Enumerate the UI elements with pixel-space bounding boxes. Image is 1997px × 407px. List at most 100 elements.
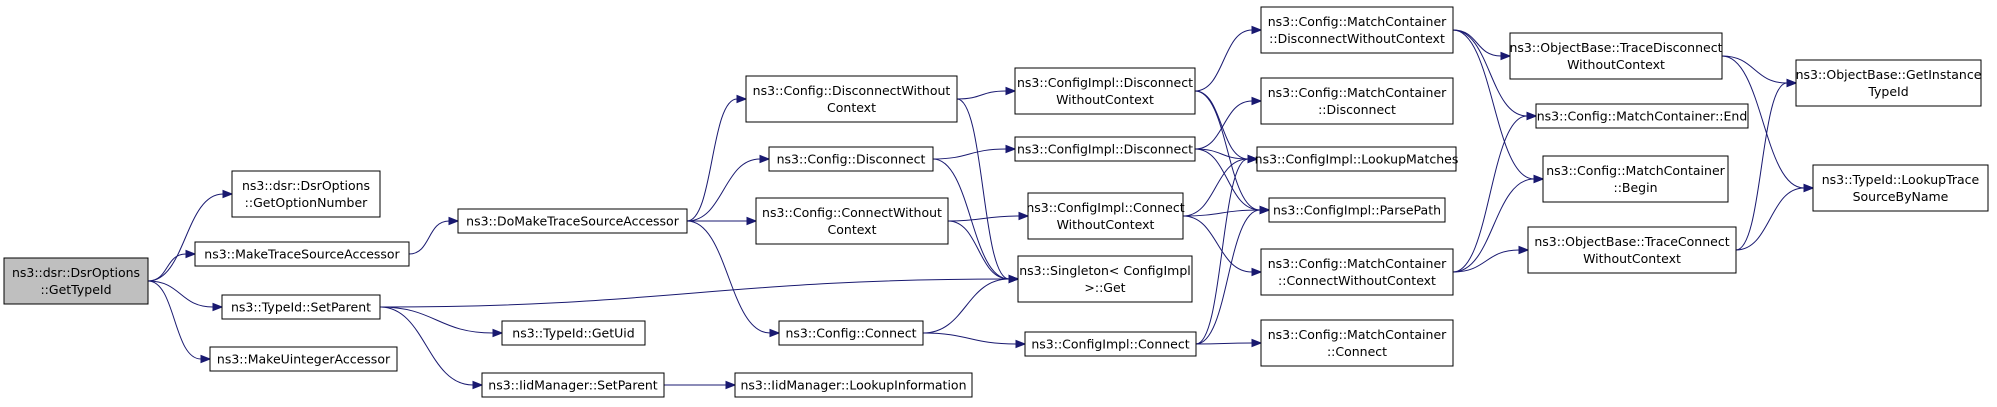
- node-implDiscWo[interactable]: ns3::ConfigImpl::DisconnectWithoutContex…: [1014, 67, 1196, 115]
- edge-cfgconnwo-to-implConnWo: [947, 211, 1030, 222]
- edge-cfgconn-to-implConn: [922, 332, 1027, 349]
- node-label: ns3::Config::MatchContainer: [1268, 327, 1447, 342]
- node-implConn[interactable]: ns3::ConfigImpl::Connect: [1024, 331, 1197, 357]
- node-label: ns3::MakeUintegerAccessor: [217, 352, 391, 367]
- edge-mktrace-to-domake: [408, 216, 460, 255]
- node-label: ns3::ConfigImpl::LookupMatches: [1255, 152, 1459, 167]
- edge-domake-to-cfgdisc: [686, 154, 771, 222]
- node-implConnWo[interactable]: ns3::ConfigImpl::ConnectWithoutContext: [1026, 192, 1185, 240]
- node-mcDisc[interactable]: ns3::Config::MatchContainer::Disconnect: [1260, 77, 1454, 125]
- edge-domake-to-cfgdiscwo: [686, 94, 748, 222]
- node-box: [1509, 32, 1723, 80]
- node-label: ns3::Config::MatchContainer: [1268, 256, 1447, 271]
- edge-mcConnWo-to-mcEnd: [1452, 111, 1538, 273]
- node-mcConn[interactable]: ns3::Config::MatchContainer::Connect: [1260, 319, 1454, 367]
- node-label: ns3::TypeId::SetParent: [231, 300, 371, 315]
- node-label: WithoutContext: [1583, 251, 1681, 266]
- node-cfgdiscwo[interactable]: ns3::Config::DisconnectWithoutContext: [745, 75, 958, 123]
- node-box: [1024, 331, 1197, 357]
- edge-cfgdiscwo-to-implDiscWo: [956, 86, 1017, 100]
- node-box: [1014, 67, 1196, 115]
- node-label: ns3::ConfigImpl::Disconnect: [1017, 75, 1193, 90]
- node-box: [768, 146, 934, 172]
- node-mcConnWo[interactable]: ns3::Config::MatchContainer::ConnectWith…: [1260, 248, 1454, 296]
- edge-domake-to-cfgconn: [686, 220, 781, 338]
- edge-root-to-getoptnum: [147, 189, 234, 282]
- node-mkuint[interactable]: ns3::MakeUintegerAccessor: [209, 346, 398, 372]
- node-getoptnum[interactable]: ns3::dsr::DsrOptions::GetOptionNumber: [231, 170, 381, 218]
- node-box: [734, 372, 973, 398]
- edge-implConn-to-mcConn: [1195, 338, 1263, 348]
- node-box: [231, 170, 381, 218]
- node-obTraceDisc[interactable]: ns3::ObjectBase::TraceDisconnectWithoutC…: [1509, 32, 1723, 80]
- node-box: [457, 208, 688, 234]
- edge-implConnWo-to-mcConnWo: [1182, 215, 1263, 277]
- edge-domake-to-cfgconnwo: [687, 216, 758, 226]
- edge-setparent-to-singleton: [379, 274, 1020, 308]
- edge-iidsetparent-to-lookupinfo: [664, 380, 737, 390]
- node-cfgconn[interactable]: ns3::Config::Connect: [778, 320, 924, 346]
- node-label: ns3::Singleton< ConfigImpl: [1019, 263, 1191, 278]
- node-root[interactable]: ns3::dsr::DsrOptions::GetTypeId: [3, 257, 149, 305]
- node-box: [501, 320, 646, 346]
- edge-obTraceDisc-to-obGetInst: [1721, 55, 1798, 88]
- node-label: ns3::Config::MatchContainer: [1268, 85, 1447, 100]
- node-mcEnd[interactable]: ns3::Config::MatchContainer::End: [1535, 103, 1749, 129]
- node-lookupMatches[interactable]: ns3::ConfigImpl::LookupMatches: [1255, 146, 1459, 172]
- node-setparent[interactable]: ns3::TypeId::SetParent: [221, 294, 381, 320]
- node-box: [1017, 255, 1193, 303]
- node-label: ns3::ObjectBase::TraceDisconnect: [1510, 40, 1723, 55]
- node-domake[interactable]: ns3::DoMakeTraceSourceAccessor: [457, 208, 688, 234]
- node-label: ns3::IidManager::LookupInformation: [740, 378, 966, 393]
- node-box: [1527, 226, 1737, 274]
- edge-implDisc-to-mcDisc: [1194, 96, 1263, 150]
- node-box: [1260, 319, 1454, 367]
- edge-setparent-to-getuid: [379, 306, 504, 338]
- node-label: ns3::TypeId::LookupTrace: [1822, 172, 1980, 187]
- node-label: WithoutContext: [1056, 92, 1154, 107]
- node-label: ns3::DoMakeTraceSourceAccessor: [466, 214, 680, 229]
- node-box: [1014, 136, 1196, 162]
- edge-cfgdisc-to-implDisc: [932, 144, 1017, 160]
- edge-implConn-to-parsePath: [1195, 205, 1271, 345]
- node-box: [194, 241, 410, 267]
- node-cfgdisc[interactable]: ns3::Config::Disconnect: [768, 146, 934, 172]
- node-label: ns3::ConfigImpl::Connect: [1031, 337, 1189, 352]
- node-box: [755, 197, 949, 245]
- edge-implConn-to-lookupMatches: [1195, 154, 1259, 345]
- node-singleton[interactable]: ns3::Singleton< ConfigImpl >::Get: [1017, 255, 1193, 303]
- edge-implDiscWo-to-mcDiscWo: [1194, 25, 1263, 92]
- node-lookupinfo[interactable]: ns3::IidManager::LookupInformation: [734, 372, 973, 398]
- edge-cfgdiscwo-to-singleton: [956, 98, 1020, 284]
- node-label: ns3::Config::MatchContainer: [1268, 14, 1447, 29]
- node-getuid[interactable]: ns3::TypeId::GetUid: [501, 320, 646, 346]
- node-label: ns3::TypeId::GetUid: [512, 326, 634, 341]
- node-mcBegin[interactable]: ns3::Config::MatchContainer::Begin: [1542, 155, 1729, 203]
- edge-implConnWo-to-parsePath: [1182, 205, 1271, 217]
- node-box: [1268, 197, 1446, 223]
- node-label: ns3::Config::MatchContainer: [1546, 163, 1725, 178]
- node-label: ns3::MakeTraceSourceAccessor: [204, 247, 400, 262]
- node-label: >::Get: [1084, 280, 1125, 295]
- node-label: ::DisconnectWithoutContext: [1269, 31, 1445, 46]
- node-box: [481, 372, 665, 398]
- node-label: ns3::ObjectBase::TraceConnect: [1534, 234, 1729, 249]
- node-obTraceConn[interactable]: ns3::ObjectBase::TraceConnectWithoutCont…: [1527, 226, 1737, 274]
- node-iidsetparent[interactable]: ns3::IidManager::SetParent: [481, 372, 665, 398]
- node-label: ns3::dsr::DsrOptions: [242, 178, 370, 193]
- edge-root-to-mkuint: [147, 280, 212, 364]
- node-mktrace[interactable]: ns3::MakeTraceSourceAccessor: [194, 241, 410, 267]
- node-label: ns3::Config::Disconnect: [777, 152, 926, 167]
- node-parsePath[interactable]: ns3::ConfigImpl::ParsePath: [1268, 197, 1446, 223]
- node-label: ns3::ConfigImpl::Connect: [1026, 200, 1184, 215]
- node-implDisc[interactable]: ns3::ConfigImpl::Disconnect: [1014, 136, 1196, 162]
- node-label: ns3::ConfigImpl::Disconnect: [1017, 142, 1193, 157]
- node-mcDiscWo[interactable]: ns3::Config::MatchContainer::DisconnectW…: [1260, 6, 1454, 54]
- node-cfgconnwo[interactable]: ns3::Config::ConnectWithoutContext: [755, 197, 949, 245]
- node-box: [1260, 248, 1454, 296]
- edge-setparent-to-iidsetparent: [379, 306, 484, 390]
- edge-mcConnWo-to-mcBegin: [1452, 174, 1545, 273]
